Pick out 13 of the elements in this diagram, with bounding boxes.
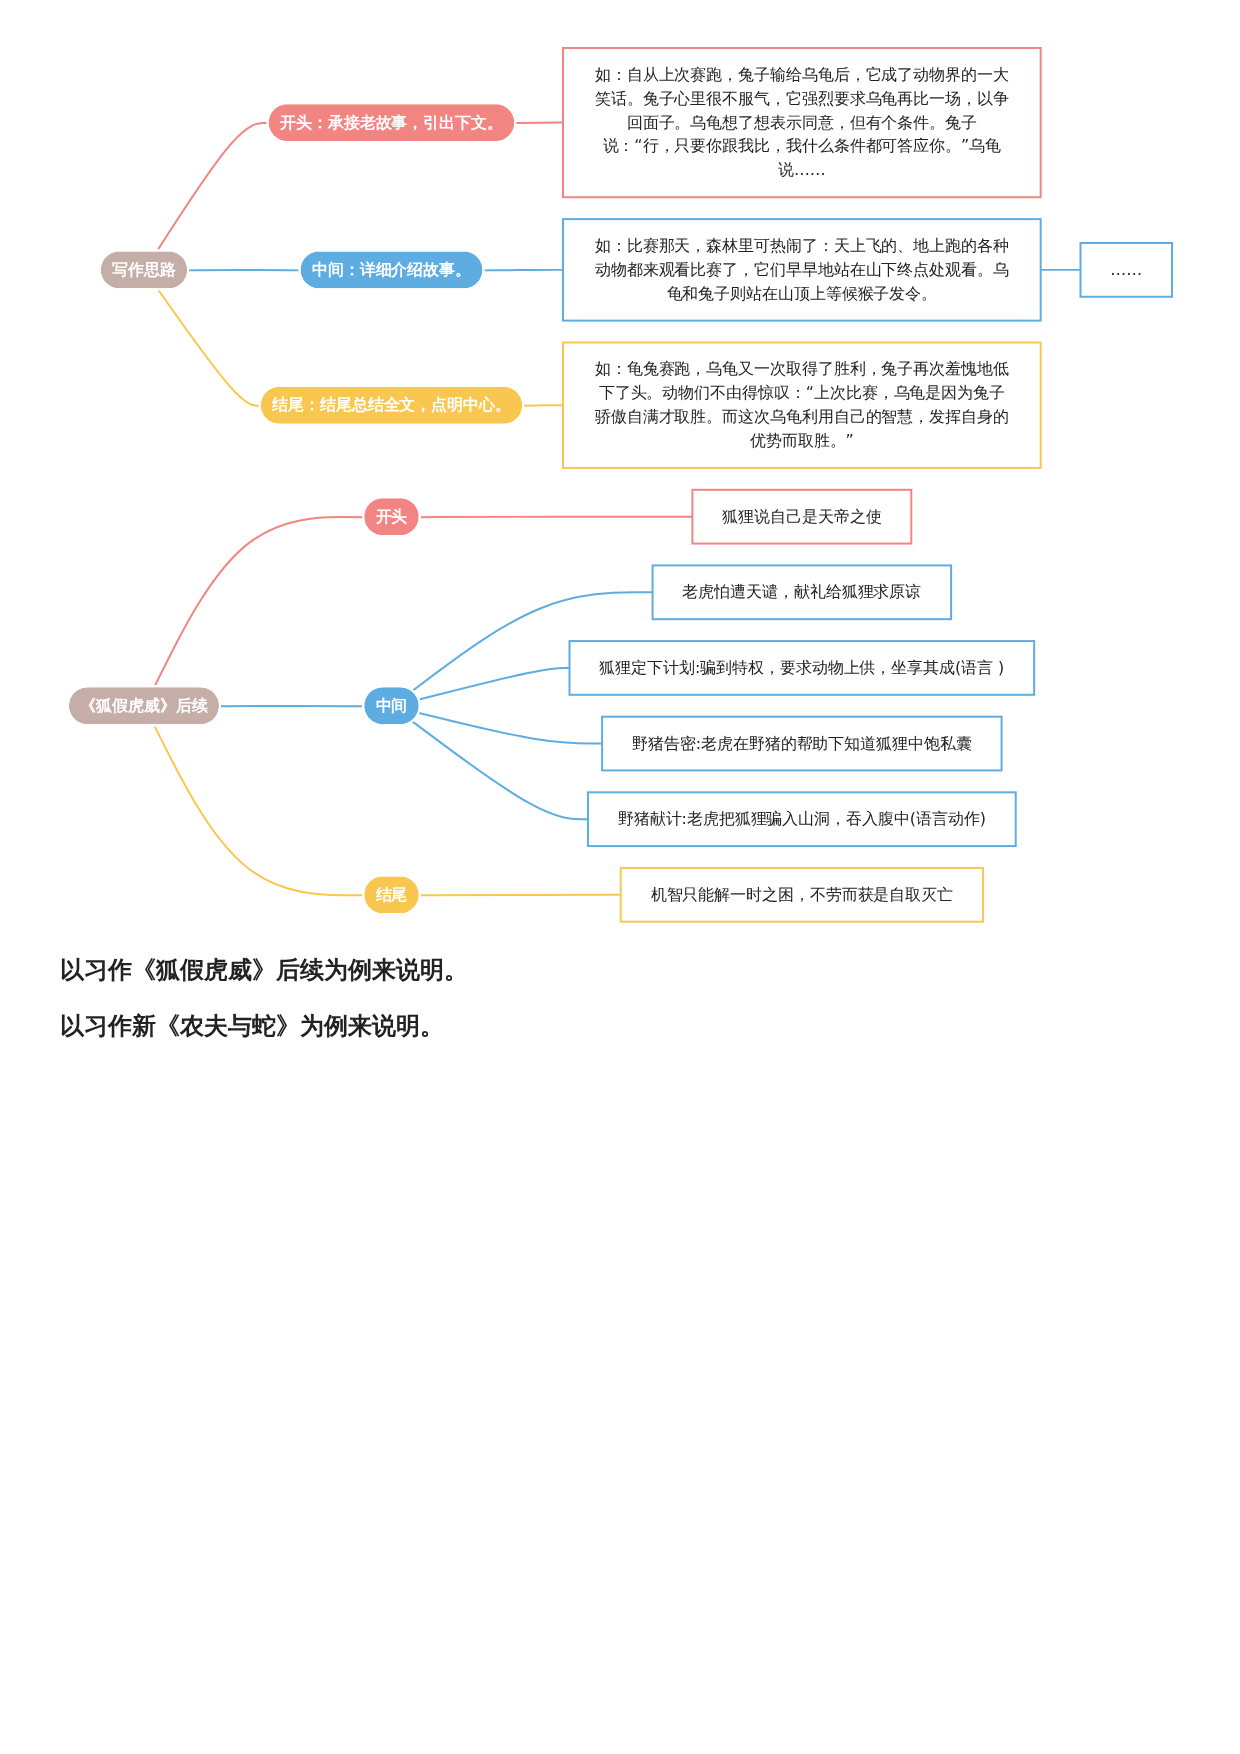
node-box: 如：龟兔赛跑，乌龟又一次取得了胜利，兔子再次羞愧地低下了头。动物们不由得惊叹：“上次比赛，乌龟是因为兔子骄傲自满才取胜。而这次乌龟利用自己的智慧，发挥自身的优势而取胜。” — [562, 341, 1042, 469]
node-box: 野猪献计:老虎把狐狸骗入山洞，吞入腹中(语言动作) — [586, 791, 1017, 848]
node-box: 老虎怕遭天谴，献礼给狐狸求原谅 — [651, 564, 953, 621]
example-heading: 以习作新《农夫与蛇》为例来说明。 — [60, 1010, 445, 1042]
node-box: 如：比赛那天，森林里可热闹了：天上飞的、地上跑的各种动物都来观看比赛了，它们早早地站在山下终点处观看。乌龟和兔子则站在山顶上等候猴子发令。 — [562, 218, 1042, 322]
node-box: 野猪告密:老虎在野猪的帮助下知道狐狸中饱私囊 — [601, 715, 1003, 772]
node-box: 机智只能解一时之困，不劳而获是自取灭亡 — [619, 866, 984, 923]
node-box: 狐狸说自己是天帝之使 — [691, 488, 913, 545]
example-heading: 以习作《狐假虎威》后续为例来说明。 — [60, 954, 469, 986]
node-box: …… — [1079, 242, 1174, 298]
node-box: 狐狸定下计划:骗到特权，要求动物上供，坐享其成(语言 ) — [568, 640, 1036, 696]
node-box: 如：自从上次赛跑，兔子输给乌龟后，它成了动物界的一大笑话。兔子心里很不服气，它强烈要求乌龟再比一场，以争回面子。乌龟想了想表示同意，但有个条件。兔子说：“行，只要你跟我比，我什么条件都可答应你。”乌龟说…… — [562, 46, 1042, 199]
connector — [522, 404, 564, 407]
